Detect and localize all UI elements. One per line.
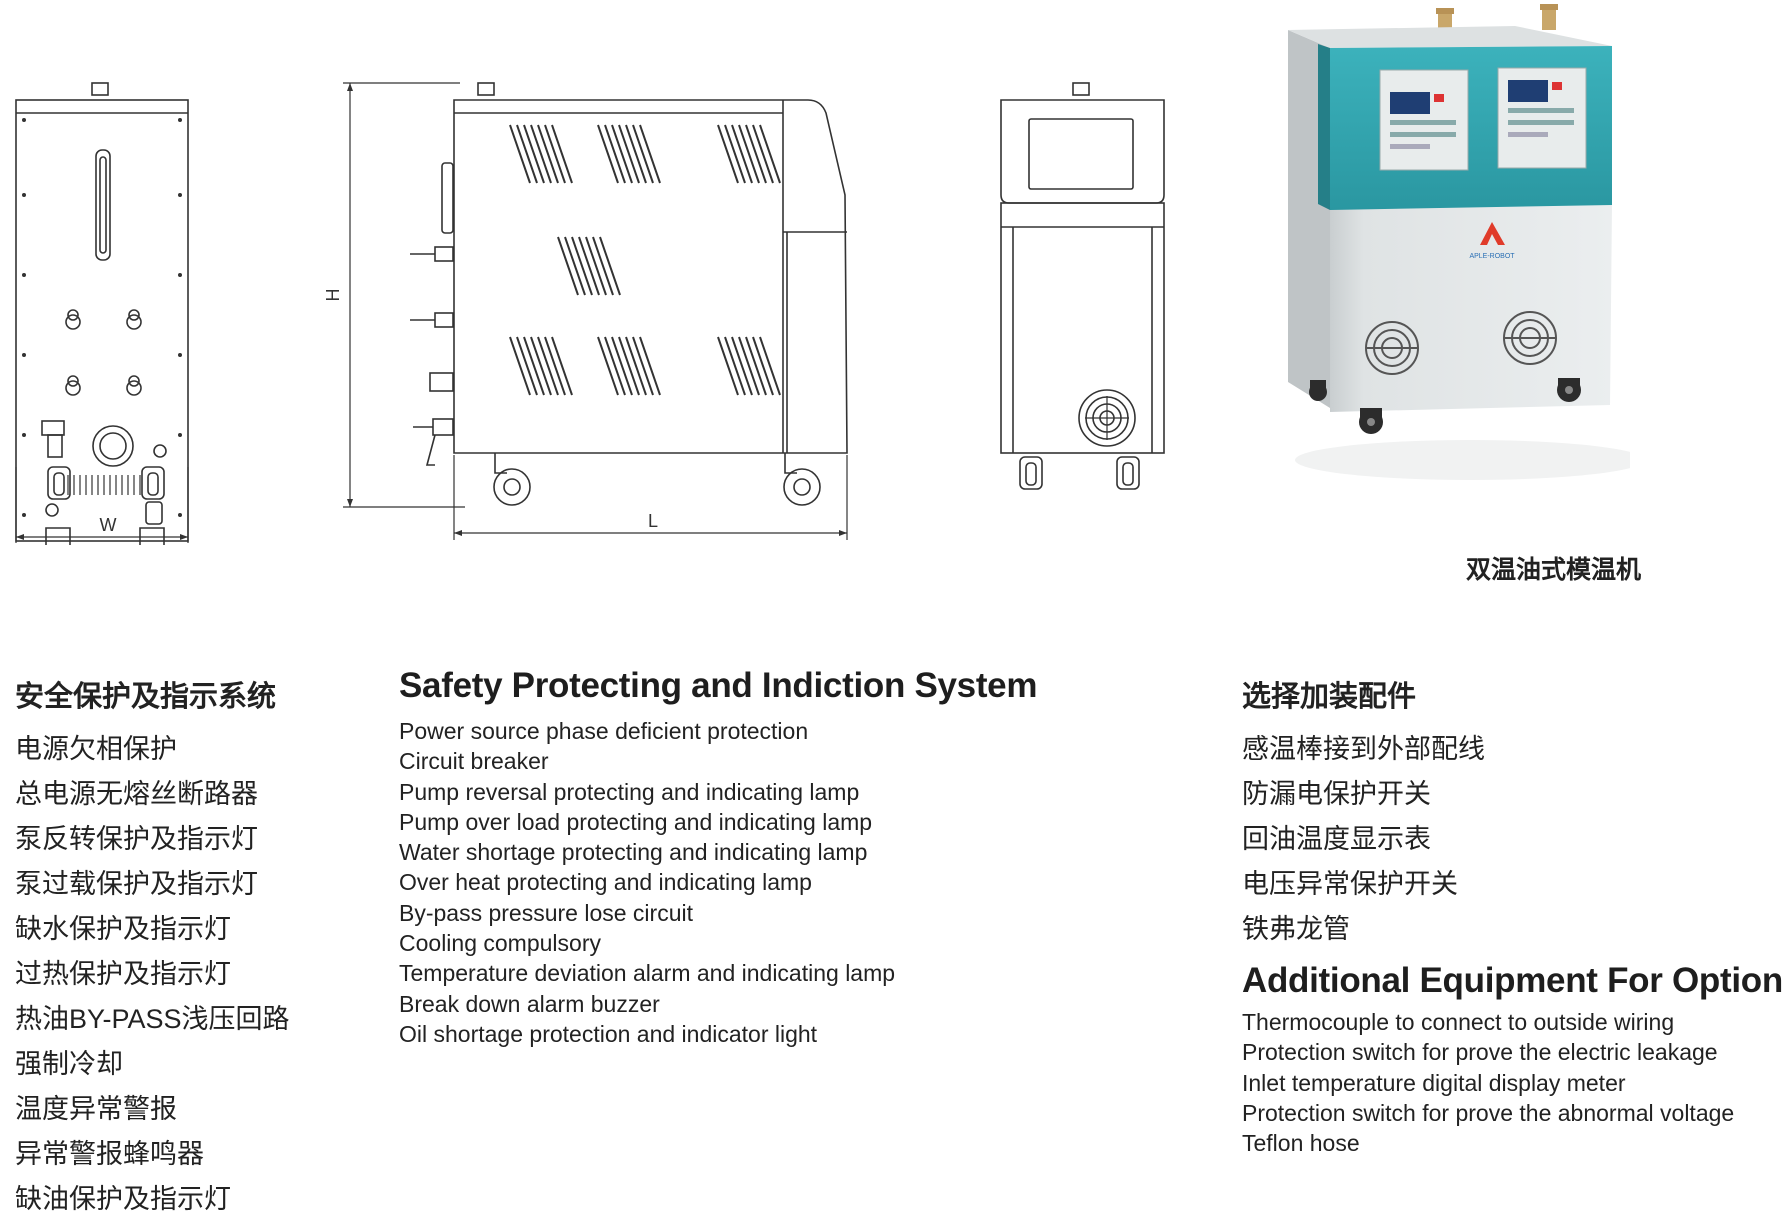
temperature-controller-right [1497, 67, 1587, 169]
back-view-svg [1000, 82, 1165, 490]
list-item: 强制冷却 [15, 1049, 123, 1079]
list-item: Pump reversal protecting and indicating … [399, 778, 860, 805]
safety-list-cn: 电源欠相保护 总电源无熔丝断路器 泵反转保护及指示灯 泵过载保护及指示灯 缺水保… [15, 727, 345, 1222]
list-item: Pump over load protecting and indicating… [399, 808, 873, 835]
safety-list-en: Power source phase deficient protection … [399, 716, 1049, 1049]
list-item: 温度异常警报 [15, 1094, 177, 1124]
list-item: 异常警报蜂鸣器 [15, 1139, 204, 1169]
back-upper-panel [1000, 99, 1165, 204]
wheel [493, 468, 531, 506]
fan-icon [1365, 321, 1419, 375]
list-item: Water shortage protecting and indicating… [399, 839, 868, 866]
wheel [47, 466, 71, 500]
front-body [15, 99, 189, 542]
options-section-cn: 选择加装配件 感温棒接到外部配线 防漏电保护开关 回油温度显示表 电压异常保护开… [1242, 673, 1662, 952]
temperature-controller-left [1379, 69, 1469, 171]
controller-window [1028, 118, 1134, 190]
list-item: Cooling compulsory [399, 930, 601, 957]
list-item: Break down alarm buzzer [399, 990, 660, 1017]
list-item: Thermocouple to connect to outside wirin… [1242, 1009, 1675, 1035]
front-view-drawing [10, 75, 195, 545]
list-item: 泵反转保护及指示灯 [15, 824, 258, 854]
width-label: W [100, 515, 117, 535]
list-item: Teflon hose [1242, 1130, 1360, 1157]
length-label: L [648, 511, 658, 531]
list-item: Temperature deviation alarm and indicati… [399, 960, 896, 987]
product-image: APLE-ROBOT [1280, 0, 1630, 495]
unit-front-body [1330, 205, 1612, 412]
brand-logo-text: APLE-ROBOT [1469, 253, 1515, 260]
list-item: 防漏电保护开关 [1242, 779, 1431, 809]
valve [65, 314, 81, 330]
options-list-cn: 感温棒接到外部配线 防漏电保护开关 回油温度显示表 电压异常保护开关 铁弗龙管 [1242, 727, 1662, 952]
list-item: 铁弗龙管 [1242, 914, 1350, 944]
list-item: Inlet temperature digital display meter [1242, 1069, 1626, 1096]
list-item: Circuit breaker [399, 748, 549, 775]
list-item: Over heat protecting and indicating lamp [399, 869, 812, 896]
safety-section-cn: 安全保护及指示系统 电源欠相保护 总电源无熔丝断路器 泵反转保护及指示灯 泵过载… [15, 673, 345, 1222]
width-dimension-svg: W [15, 466, 189, 543]
safety-section-en: Safety Protecting and Indiction System P… [399, 666, 1049, 1049]
safety-title-cn: 安全保护及指示系统 [15, 681, 277, 713]
list-item: 热油BY-PASS浅压回路 [15, 1004, 290, 1034]
list-item: 缺水保护及指示灯 [15, 914, 231, 944]
list-item: Protection switch for prove the electric… [1242, 1039, 1718, 1066]
top-fitting [91, 82, 109, 96]
level-gauge [95, 149, 111, 261]
front-wheels-and-width: W [10, 455, 195, 545]
options-title-cn: 选择加装配件 [1242, 681, 1417, 713]
list-item: Power source phase deficient protection [399, 718, 809, 744]
list-item: Protection switch for prove the abnormal… [1242, 1099, 1735, 1126]
options-title-en: Additional Equipment For Option [1242, 961, 1783, 1000]
list-item: 泵过载保护及指示灯 [15, 869, 258, 899]
list-item: 电压异常保护开关 [1242, 869, 1458, 899]
list-item: 缺油保护及指示灯 [15, 1184, 231, 1214]
side-view-drawing: H [325, 75, 865, 545]
list-item: Oil shortage protection and indicator li… [399, 1020, 818, 1047]
side-body [453, 99, 848, 454]
list-item: 电源欠相保护 [15, 734, 177, 764]
product-caption: 双温油式模温机 [1466, 556, 1642, 584]
options-section-en: Additional Equipment For Option Thermoco… [1242, 961, 1783, 1158]
front-view-svg [15, 82, 189, 545]
side-view-svg: H [325, 82, 848, 540]
brand-logo-icon [1480, 222, 1505, 245]
pressure-gauge [92, 425, 134, 467]
top-fitting [477, 82, 495, 96]
back-lower-body [1000, 202, 1165, 454]
list-item: 感温棒接到外部配线 [1242, 734, 1485, 764]
list-item: By-pass pressure lose circuit [399, 899, 693, 926]
list-item: 过热保护及指示灯 [15, 959, 231, 989]
list-item: 总电源无熔丝断路器 [15, 779, 258, 809]
list-item: 回油温度显示表 [1242, 824, 1431, 854]
product-render-svg: APLE-ROBOT [1288, 4, 1630, 480]
safety-title-en: Safety Protecting and Indiction System [399, 666, 1038, 705]
fan-icon [1078, 389, 1136, 447]
height-label: H [325, 289, 343, 302]
back-view-drawing [995, 75, 1170, 515]
options-list-en: Thermocouple to connect to outside wirin… [1242, 1007, 1772, 1158]
